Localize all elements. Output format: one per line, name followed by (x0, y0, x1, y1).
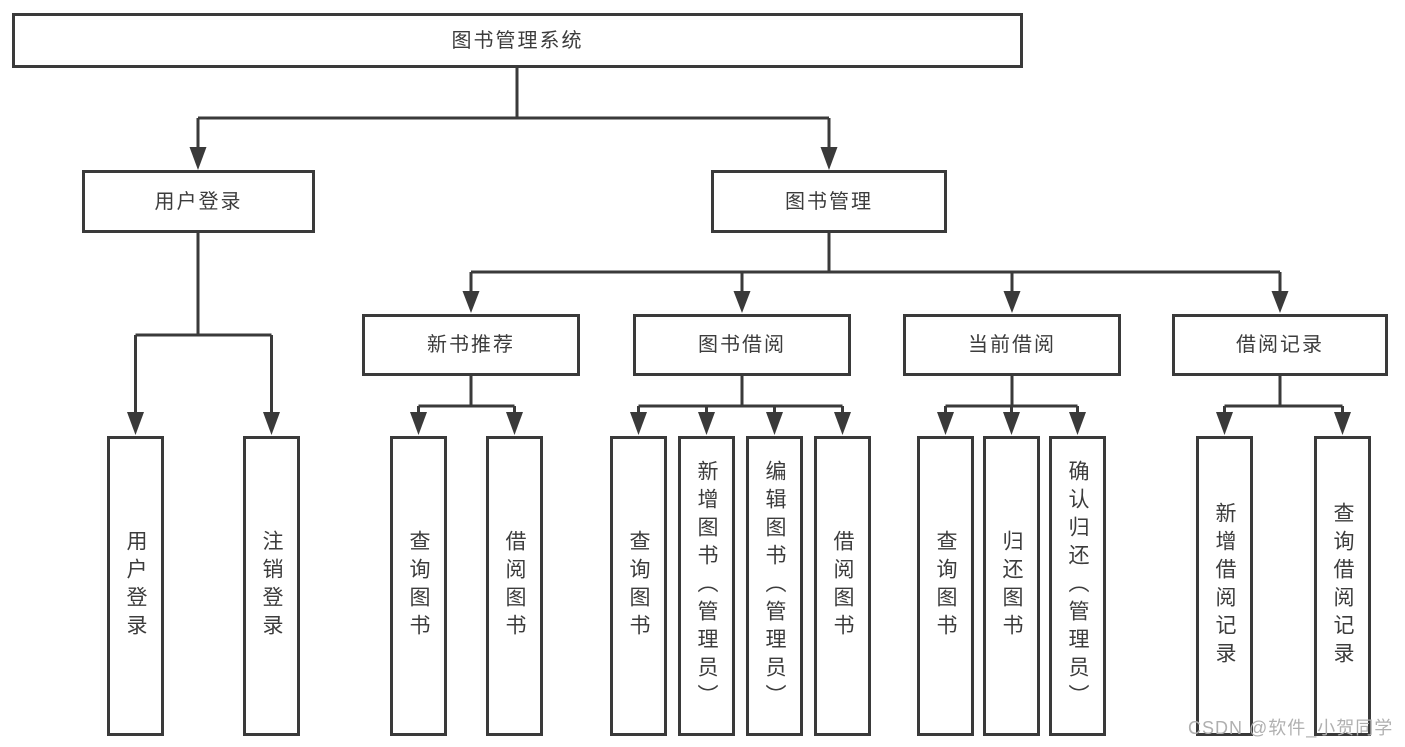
node-user-login: 用户登录 (82, 170, 315, 233)
leaf-label: 查询图书 (627, 530, 650, 642)
leaf-add-books-admin: 新增图书（管理员） (678, 436, 735, 736)
node-new-book-recommend: 新书推荐 (362, 314, 580, 376)
arrow-down-icon (834, 412, 851, 435)
arrow-down-icon (630, 412, 647, 435)
arrow-down-icon (733, 291, 751, 313)
node-library-system: 图书管理系统 (12, 13, 1023, 68)
node-label: 图书管理系统 (451, 29, 584, 52)
leaf-query-books-1: 查询图书 (390, 436, 447, 736)
leaf-user-login: 用户登录 (107, 436, 164, 736)
leaf-confirm-return-admin: 确认归还（管理员） (1049, 436, 1106, 736)
leaf-logout: 注销登录 (243, 436, 300, 736)
leaf-add-borrow-record: 新增借阅记录 (1196, 436, 1253, 736)
arrow-down-icon (1216, 412, 1233, 435)
csdn-watermark: CSDN @软件_小贺同学 (1188, 718, 1394, 738)
arrow-down-icon (766, 412, 783, 435)
leaf-label: 查询借阅记录 (1331, 502, 1354, 670)
connector-new-book-children (410, 376, 523, 435)
leaf-label: 用户登录 (124, 530, 147, 642)
connector-root-to-level2 (189, 68, 838, 170)
node-label: 当前借阅 (968, 334, 1056, 356)
arrow-down-icon (410, 412, 427, 435)
node-label: 图书借阅 (698, 334, 786, 356)
connector-book-borrow-children (630, 376, 851, 435)
leaf-label: 查询图书 (934, 530, 957, 642)
leaf-label: 确认归还（管理员） (1066, 460, 1089, 712)
connector-user-login-children (127, 233, 280, 435)
leaf-return-books: 归还图书 (983, 436, 1040, 736)
leaf-query-books-2: 查询图书 (610, 436, 667, 736)
leaf-borrow-books-1: 借阅图书 (486, 436, 543, 736)
node-book-management: 图书管理 (711, 170, 947, 233)
node-label: 图书管理 (785, 190, 873, 213)
leaf-label: 归还图书 (1000, 530, 1023, 642)
connector-borrow-records-children (1216, 376, 1351, 435)
arrow-down-icon (1069, 412, 1086, 435)
arrow-down-icon (1003, 412, 1020, 435)
leaf-borrow-books-2: 借阅图书 (814, 436, 871, 736)
arrow-down-icon (698, 412, 715, 435)
leaf-query-borrow-record: 查询借阅记录 (1314, 436, 1371, 736)
arrow-down-icon (937, 412, 954, 435)
arrow-down-icon (1334, 412, 1351, 435)
arrow-down-icon (263, 412, 280, 435)
node-label: 新书推荐 (427, 334, 515, 356)
node-borrow-records: 借阅记录 (1172, 314, 1388, 376)
node-current-borrow: 当前借阅 (903, 314, 1121, 376)
leaf-label: 新增借阅记录 (1213, 502, 1236, 670)
node-book-borrow: 图书借阅 (633, 314, 851, 376)
arrow-down-icon (462, 291, 480, 313)
leaf-query-books-3: 查询图书 (917, 436, 974, 736)
leaf-label: 借阅图书 (831, 530, 854, 642)
leaf-label: 注销登录 (260, 530, 283, 642)
arrow-down-icon (1003, 291, 1021, 313)
node-label: 用户登录 (154, 190, 243, 213)
arrow-down-icon (1271, 291, 1289, 313)
connector-current-borrow-children (937, 376, 1086, 435)
arrow-down-icon (189, 147, 207, 170)
leaf-label: 编辑图书（管理员） (763, 460, 786, 712)
arrow-down-icon (506, 412, 523, 435)
leaf-label: 查询图书 (407, 530, 430, 642)
leaf-label: 借阅图书 (503, 530, 526, 642)
node-label: 借阅记录 (1236, 334, 1324, 356)
arrow-down-icon (127, 412, 144, 435)
arrow-down-icon (820, 147, 838, 170)
connector-book-mgmt-children (462, 233, 1289, 313)
leaf-label: 新增图书（管理员） (695, 460, 718, 712)
leaf-edit-books-admin: 编辑图书（管理员） (746, 436, 803, 736)
